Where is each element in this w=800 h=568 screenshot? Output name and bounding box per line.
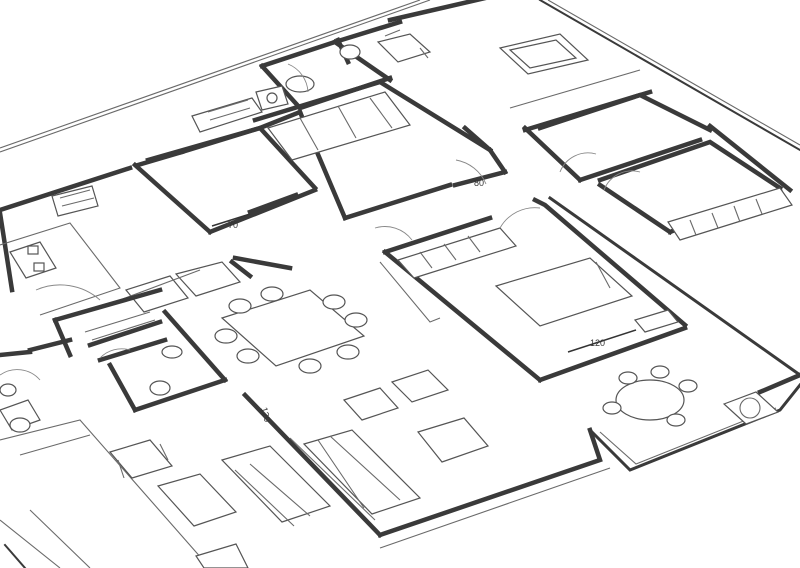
bottom-walls: [3, 467, 611, 568]
balcony: [587, 365, 800, 472]
right-rooms: [521, 92, 793, 241]
dining-area: [119, 255, 368, 374]
bedroom-a: 70: [131, 125, 319, 236]
bathroom-left: [27, 287, 229, 414]
kitchen: [0, 185, 242, 316]
living-top: 80: [191, 79, 509, 241]
dimension-label-70: 70: [228, 220, 238, 230]
dimension-label-80: 80: [474, 178, 484, 188]
living-room: 120: [241, 369, 603, 539]
dimension-label-120-vertical: 120: [259, 406, 273, 423]
master-bedroom: 120: [379, 195, 800, 384]
bedroom-top-right: [376, 0, 653, 154]
lounge-left: [0, 369, 332, 568]
bathroom-top: [255, 38, 394, 112]
dimension-label-120: 120: [590, 338, 605, 348]
